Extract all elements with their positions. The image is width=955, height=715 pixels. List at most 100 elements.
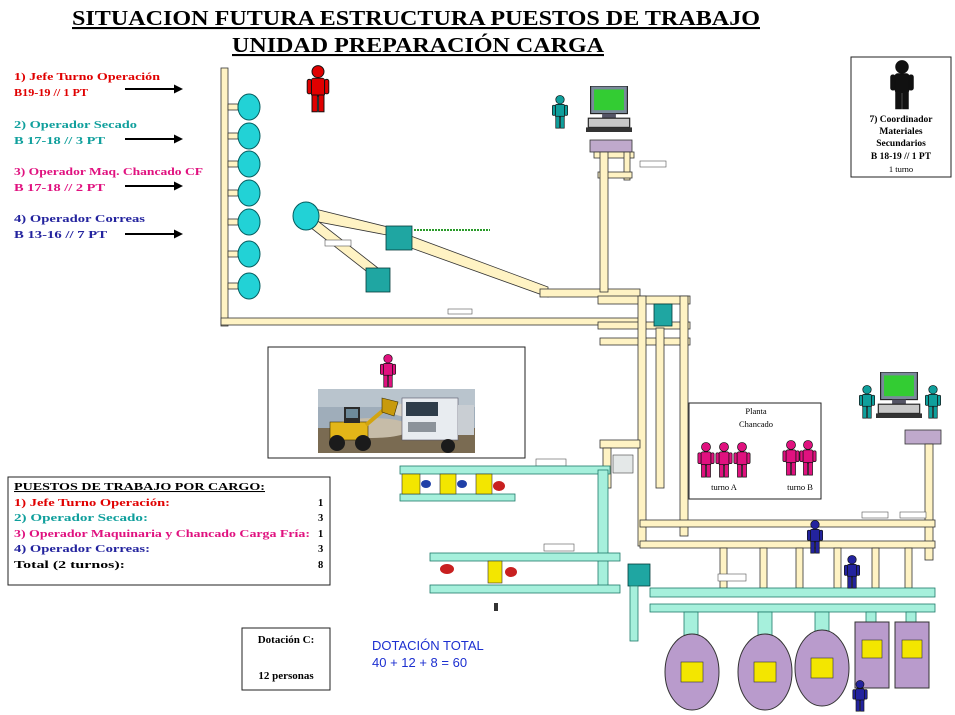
dryer-connector [228, 190, 238, 196]
role-detail-jefe-turno: B19-19 // 1 PT [14, 87, 89, 99]
main-horizontal-belt [221, 318, 641, 325]
summary-row-value: 3 [318, 513, 323, 524]
feeder-unit [440, 474, 456, 494]
summary-table-heading: PUESTOS DE TRABAJO POR CARGO: [14, 482, 265, 493]
distribution-belt [650, 604, 935, 612]
belt-tag [640, 161, 666, 167]
feeder-unit [488, 561, 502, 583]
coordinator-title: Materiales [879, 127, 923, 137]
role-label-operador-secado: 2) Operador Secado [14, 119, 138, 131]
person-icon [552, 95, 567, 128]
belt-diagonal-long [400, 232, 548, 297]
vertical-conveyor [630, 586, 638, 641]
role-label-jefe-turno: 1) Jefe Turno Operación [14, 71, 160, 83]
support-post [720, 548, 727, 588]
dryer-connector [228, 283, 238, 289]
summary-row-label: 1) Jefe Turno Operación: [14, 498, 170, 509]
dryer-unit [238, 209, 260, 235]
transfer-box [386, 226, 412, 250]
conveyor-line [430, 553, 620, 561]
summary-row-label: 2) Operador Secado: [14, 513, 148, 524]
tank-tag [811, 658, 833, 678]
motor-unit [440, 564, 454, 574]
feed-hopper [905, 430, 941, 444]
vertical-belt [638, 296, 646, 546]
person-icon [307, 66, 329, 112]
arrow-right-icon [125, 135, 183, 144]
long-belt [640, 541, 935, 548]
feeder-unit [476, 474, 492, 494]
dryer-unit [238, 123, 260, 149]
dryer-unit [238, 273, 260, 299]
vertical-conveyor [598, 470, 608, 590]
coordinator-title: 7) Coordinador [869, 114, 933, 125]
vertical-belt [680, 296, 688, 536]
arrow-right-icon [125, 85, 183, 94]
transfer-box [366, 268, 390, 292]
support-post [796, 548, 803, 588]
arrow-right-icon [125, 182, 183, 191]
support-post [760, 548, 767, 588]
dryer-unit [238, 180, 260, 206]
feeder-unit [402, 474, 420, 494]
dotacion-c-label: Dotación C: [258, 634, 315, 646]
transfer-box [654, 304, 672, 326]
role-label-operador-correas: 4) Operador Correas [14, 213, 146, 225]
support-post [905, 548, 912, 588]
tank-tag [754, 662, 776, 682]
conveyor-line [400, 466, 610, 474]
computer-icon [876, 372, 922, 418]
summary-row-value: 1 [318, 529, 323, 540]
summary-row-label: 4) Operador Correas: [14, 544, 150, 555]
role-detail-operador-correas: B 13-16 // 7 PT [14, 229, 108, 241]
head-pulley [293, 202, 319, 230]
belt-tag [900, 512, 926, 518]
belt-tag [718, 574, 746, 581]
dryer-unit [238, 151, 260, 177]
role-legend: 1) Jefe Turno Operación B19-19 // 1 PT 2… [14, 71, 203, 241]
vertical-feed-belt [600, 152, 608, 292]
person-icon [925, 385, 940, 418]
belt-tag [862, 512, 888, 518]
person-icon [859, 385, 874, 418]
coordinator-shift: 1 turno [889, 164, 913, 174]
junction-frame [600, 440, 640, 448]
dryer-unit [238, 241, 260, 267]
dryer-connector [228, 133, 238, 139]
planta-chancado-title: Planta [745, 406, 766, 416]
dotacion-c-value: 12 personas [258, 670, 314, 682]
transfer-box [628, 564, 650, 586]
dryer-connector [228, 219, 238, 225]
coordinator-title: Secundarios [876, 139, 926, 149]
motor-unit [421, 480, 431, 488]
dryer-connector [228, 251, 238, 257]
long-belt [640, 520, 935, 527]
motor-unit [505, 567, 517, 577]
support-post [494, 603, 498, 611]
dotacion-total-formula: 40 + 12 + 8 = 60 [372, 655, 467, 670]
role-detail-operador-secado: B 17-18 // 3 PT [14, 135, 106, 147]
role-label-operador-chancado: 3) Operador Maq. Chancado CF [14, 166, 203, 178]
tank-tag [862, 640, 882, 658]
belt-tag [448, 309, 472, 314]
conveyor-line [400, 494, 515, 501]
loader-truck-photo [318, 389, 475, 453]
summary-row-value: 3 [318, 544, 323, 555]
belt-tag [325, 240, 351, 246]
collector-column [221, 68, 228, 326]
feed-hopper [590, 140, 632, 152]
distribution-belt [650, 588, 935, 597]
computer-icon [586, 86, 632, 132]
summary-total-label: Total (2 turnos): [14, 560, 125, 571]
dryer-connector [228, 104, 238, 110]
belt-tag [536, 459, 566, 466]
planta-chancado-title: Chancado [739, 419, 773, 429]
page-title: SITUACION FUTURA ESTRUCTURA PUESTOS DE T… [72, 6, 760, 30]
arrow-right-icon [125, 230, 183, 239]
conveyor-line [430, 585, 620, 593]
vertical-belt [656, 328, 664, 488]
dryer-units [228, 94, 260, 299]
dryer-unit [238, 94, 260, 120]
support-post [872, 548, 879, 588]
